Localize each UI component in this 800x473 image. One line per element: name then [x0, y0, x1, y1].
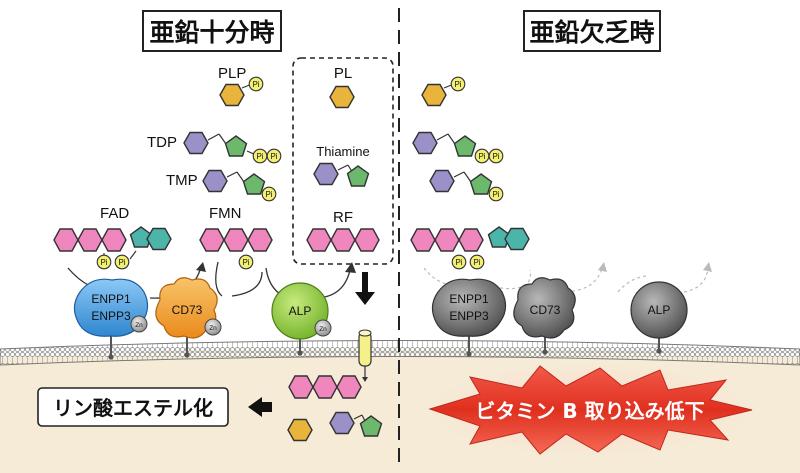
- arrowhead-to-free: [345, 262, 356, 273]
- cd73-label: CD73: [172, 303, 203, 317]
- inactive-cd73-label: CD73: [530, 303, 561, 317]
- right-fad-phosphate-2-label: Pi: [473, 258, 480, 267]
- fad-adenine-hexagon: [146, 227, 172, 251]
- right-plp-phosphate-label: Pi: [454, 80, 461, 89]
- tmp-label: TMP: [166, 172, 198, 189]
- rf-flavin-ring: [306, 228, 380, 252]
- fmn-phosphate-label: Pi: [242, 258, 249, 267]
- enpp1-label: ENPP1: [91, 292, 131, 306]
- rf-label: RF: [333, 209, 353, 226]
- zinc-label-alp: Zn: [319, 326, 327, 333]
- explosion-burst-icon: ビタミン B 取り込み低下: [428, 364, 753, 456]
- phosphorylation-box: リン酸エステル化: [37, 387, 229, 427]
- right-tdp-hexagon: [412, 131, 438, 155]
- zinc-label-cd73: Zn: [209, 325, 217, 332]
- thiamine-label: Thiamine: [316, 144, 369, 159]
- blocked-reaction-3: [683, 267, 709, 293]
- left-title-box: 亜鉛十分時: [142, 10, 282, 52]
- right-plp-ring: [421, 83, 447, 107]
- zinc-ion-cd73: [204, 318, 222, 336]
- free-vitamin-box: [292, 57, 394, 265]
- plp-pyridoxal-ring: [219, 83, 245, 107]
- fad-label: FAD: [100, 205, 129, 222]
- right-tmp-phosphate-label: Pi: [492, 190, 499, 199]
- inactive-alp-enzyme: ALP: [630, 281, 688, 354]
- zinc-label-enpp: Zn: [135, 322, 143, 329]
- transporter-icon: [358, 329, 372, 382]
- enpp3-label: ENPP3: [91, 309, 131, 323]
- tmp-phosphate-label: Pi: [265, 190, 272, 199]
- right-tmp-pentagon: [469, 173, 493, 195]
- arrowhead-to-fmn: [196, 262, 206, 272]
- inactive-enpp1-label: ENPP1: [449, 292, 489, 306]
- inactive-alp-label: ALP: [648, 303, 671, 317]
- right-fad-phosphate-1-label: Pi: [455, 258, 462, 267]
- down-arrow-icon: [355, 272, 375, 305]
- tdp-phosphate-1-label: Pi: [256, 152, 263, 161]
- right-title-box: 亜鉛欠乏時: [523, 10, 661, 52]
- alp-label: ALP: [289, 304, 312, 318]
- right-tmp-hexagon: [429, 169, 455, 193]
- tmp-pentagon: [242, 173, 266, 195]
- pl-label: PL: [334, 65, 352, 82]
- right-tdp-phosphate-2-label: Pi: [492, 152, 499, 161]
- inactive-enpp3-label: ENPP3: [449, 309, 489, 323]
- tdp-phosphate-2-label: Pi: [270, 152, 277, 161]
- fad-flavin-ring: [53, 228, 127, 252]
- alp-enzyme: ALP Zn: [271, 282, 332, 356]
- vitamin-uptake-decrease-text: ビタミン B 取り込み低下: [475, 399, 704, 423]
- inactive-cd73-enzyme: CD73: [513, 277, 576, 355]
- plp-phosphate-label: Pi: [252, 80, 259, 89]
- tmp-hexagon: [202, 169, 228, 193]
- right-tdp-pentagon: [453, 135, 477, 157]
- tdp-pentagon: [224, 135, 248, 157]
- fmn-flavin-ring: [199, 228, 273, 252]
- cell-membrane: [0, 340, 800, 366]
- pl-pyridoxal-ring: [329, 85, 355, 109]
- tdp-label: TDP: [147, 134, 177, 151]
- right-fad-hexagon: [504, 227, 530, 251]
- intracellular-thiamine-hexagon: [329, 411, 355, 435]
- fad-phosphate-2-label: Pi: [118, 258, 125, 267]
- cd73-enzyme: CD73 Zn: [155, 277, 222, 358]
- inactive-enpp-enzyme: ENPP1 ENPP3: [431, 278, 507, 357]
- blocked-reaction-2: [565, 267, 603, 293]
- thiamine-hexagon: [313, 162, 339, 186]
- tdp-hexagon: [183, 131, 209, 155]
- left-title: 亜鉛十分時: [149, 18, 274, 47]
- intracellular-pyridoxal: [287, 418, 313, 442]
- plp-label: PLP: [218, 65, 246, 82]
- right-fad-flavin: [410, 228, 484, 252]
- intracellular-flavin: [288, 375, 362, 399]
- fad-phosphate-1-label: Pi: [100, 258, 107, 267]
- left-arrow-icon: [248, 397, 272, 417]
- enpp1-enpp3-enzyme: ENPP1 ENPP3 Zn: [73, 278, 149, 360]
- zinc-ion-alp: [314, 319, 332, 337]
- phosphorylation-text: リン酸エステル化: [53, 396, 213, 420]
- fmn-label: FMN: [209, 205, 242, 222]
- right-title: 亜鉛欠乏時: [529, 18, 654, 47]
- zinc-ion-enpp: [130, 315, 148, 333]
- right-tdp-phosphate-1-label: Pi: [478, 152, 485, 161]
